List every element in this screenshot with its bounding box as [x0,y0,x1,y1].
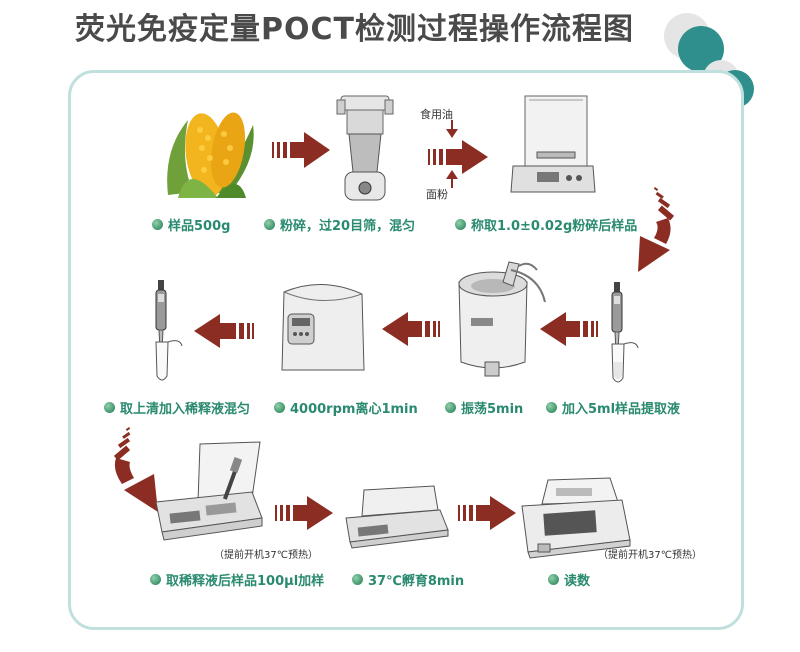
step-label-4: 加入5ml样品提取液 [546,398,681,417]
shaker-icon [458,261,546,377]
bullet-icon [264,218,275,230]
preheat-note: （提前开机37℃预热） [598,550,702,561]
arrow-right-icon [458,496,516,530]
step-label-8: 取稀释液后样品100μl加样 [150,570,325,589]
arrow-down-icon [446,120,458,138]
bullet-icon [352,573,363,585]
grinder-icon [336,95,394,201]
arrow-curve-down-icon [113,427,158,512]
arrow-right-icon [275,496,333,530]
balance-icon [510,95,596,193]
pipette-icon [155,280,183,381]
arrow-left-icon [540,312,598,346]
bullet-icon [152,218,163,230]
step-text: 样品500g [168,218,231,234]
step-label-6: 4000rpm离心1min [274,398,418,417]
step-text: 取稀释液后样品100μl加样 [166,573,325,589]
bullet-icon [274,401,285,413]
step-text: 加入5ml样品提取液 [562,401,681,417]
pipette-icon [611,282,639,383]
step-text: 读数 [564,573,591,589]
page-title: 荧光免疫定量POCT检测过程操作流程图 [75,12,634,47]
step-label-10: 读数 [548,570,591,589]
arrow-left-icon [194,314,254,348]
bullet-icon [445,401,456,413]
step-label-9: 37℃孵育8min [352,570,465,589]
step-text: 粉碎，过20目筛，混匀 [280,218,416,234]
bullet-icon [546,401,557,413]
incubator-icon [155,441,263,541]
bullet-icon [548,573,559,585]
arrow-left-icon [382,312,440,346]
step-text: 振荡5min [461,401,524,417]
step-label-3: 称取1.0±0.02g粉碎后样品 [455,215,638,234]
arrow-up-icon [446,170,458,188]
arrow-curve-down-icon [638,187,675,272]
step-text: 取上清加入稀释液混匀 [120,401,251,417]
step-label-1: 样品500g [152,215,231,234]
step-label-2: 粉碎，过20目筛，混匀 [264,215,416,234]
step-label-7: 取上清加入稀释液混匀 [104,398,251,417]
arrow-right-icon [428,140,488,174]
incubator-icon [345,485,449,549]
oil-label: 食用油 [420,108,453,121]
bullet-icon [104,401,115,413]
reader-icon [521,477,631,559]
centrifuge-icon [281,284,365,371]
bullet-icon [455,218,466,230]
step-text: 37℃孵育8min [368,573,465,589]
flour-label: 面粉 [426,188,448,201]
step-label-5: 振荡5min [445,398,524,417]
step-text: 4000rpm离心1min [290,401,418,417]
step-text: 称取1.0±0.02g粉碎后样品 [471,218,638,234]
corn-icon [167,112,254,198]
bullet-icon [150,573,161,585]
preheat-note: （提前开机37℃预热） [214,550,318,561]
arrow-right-icon [272,132,330,168]
